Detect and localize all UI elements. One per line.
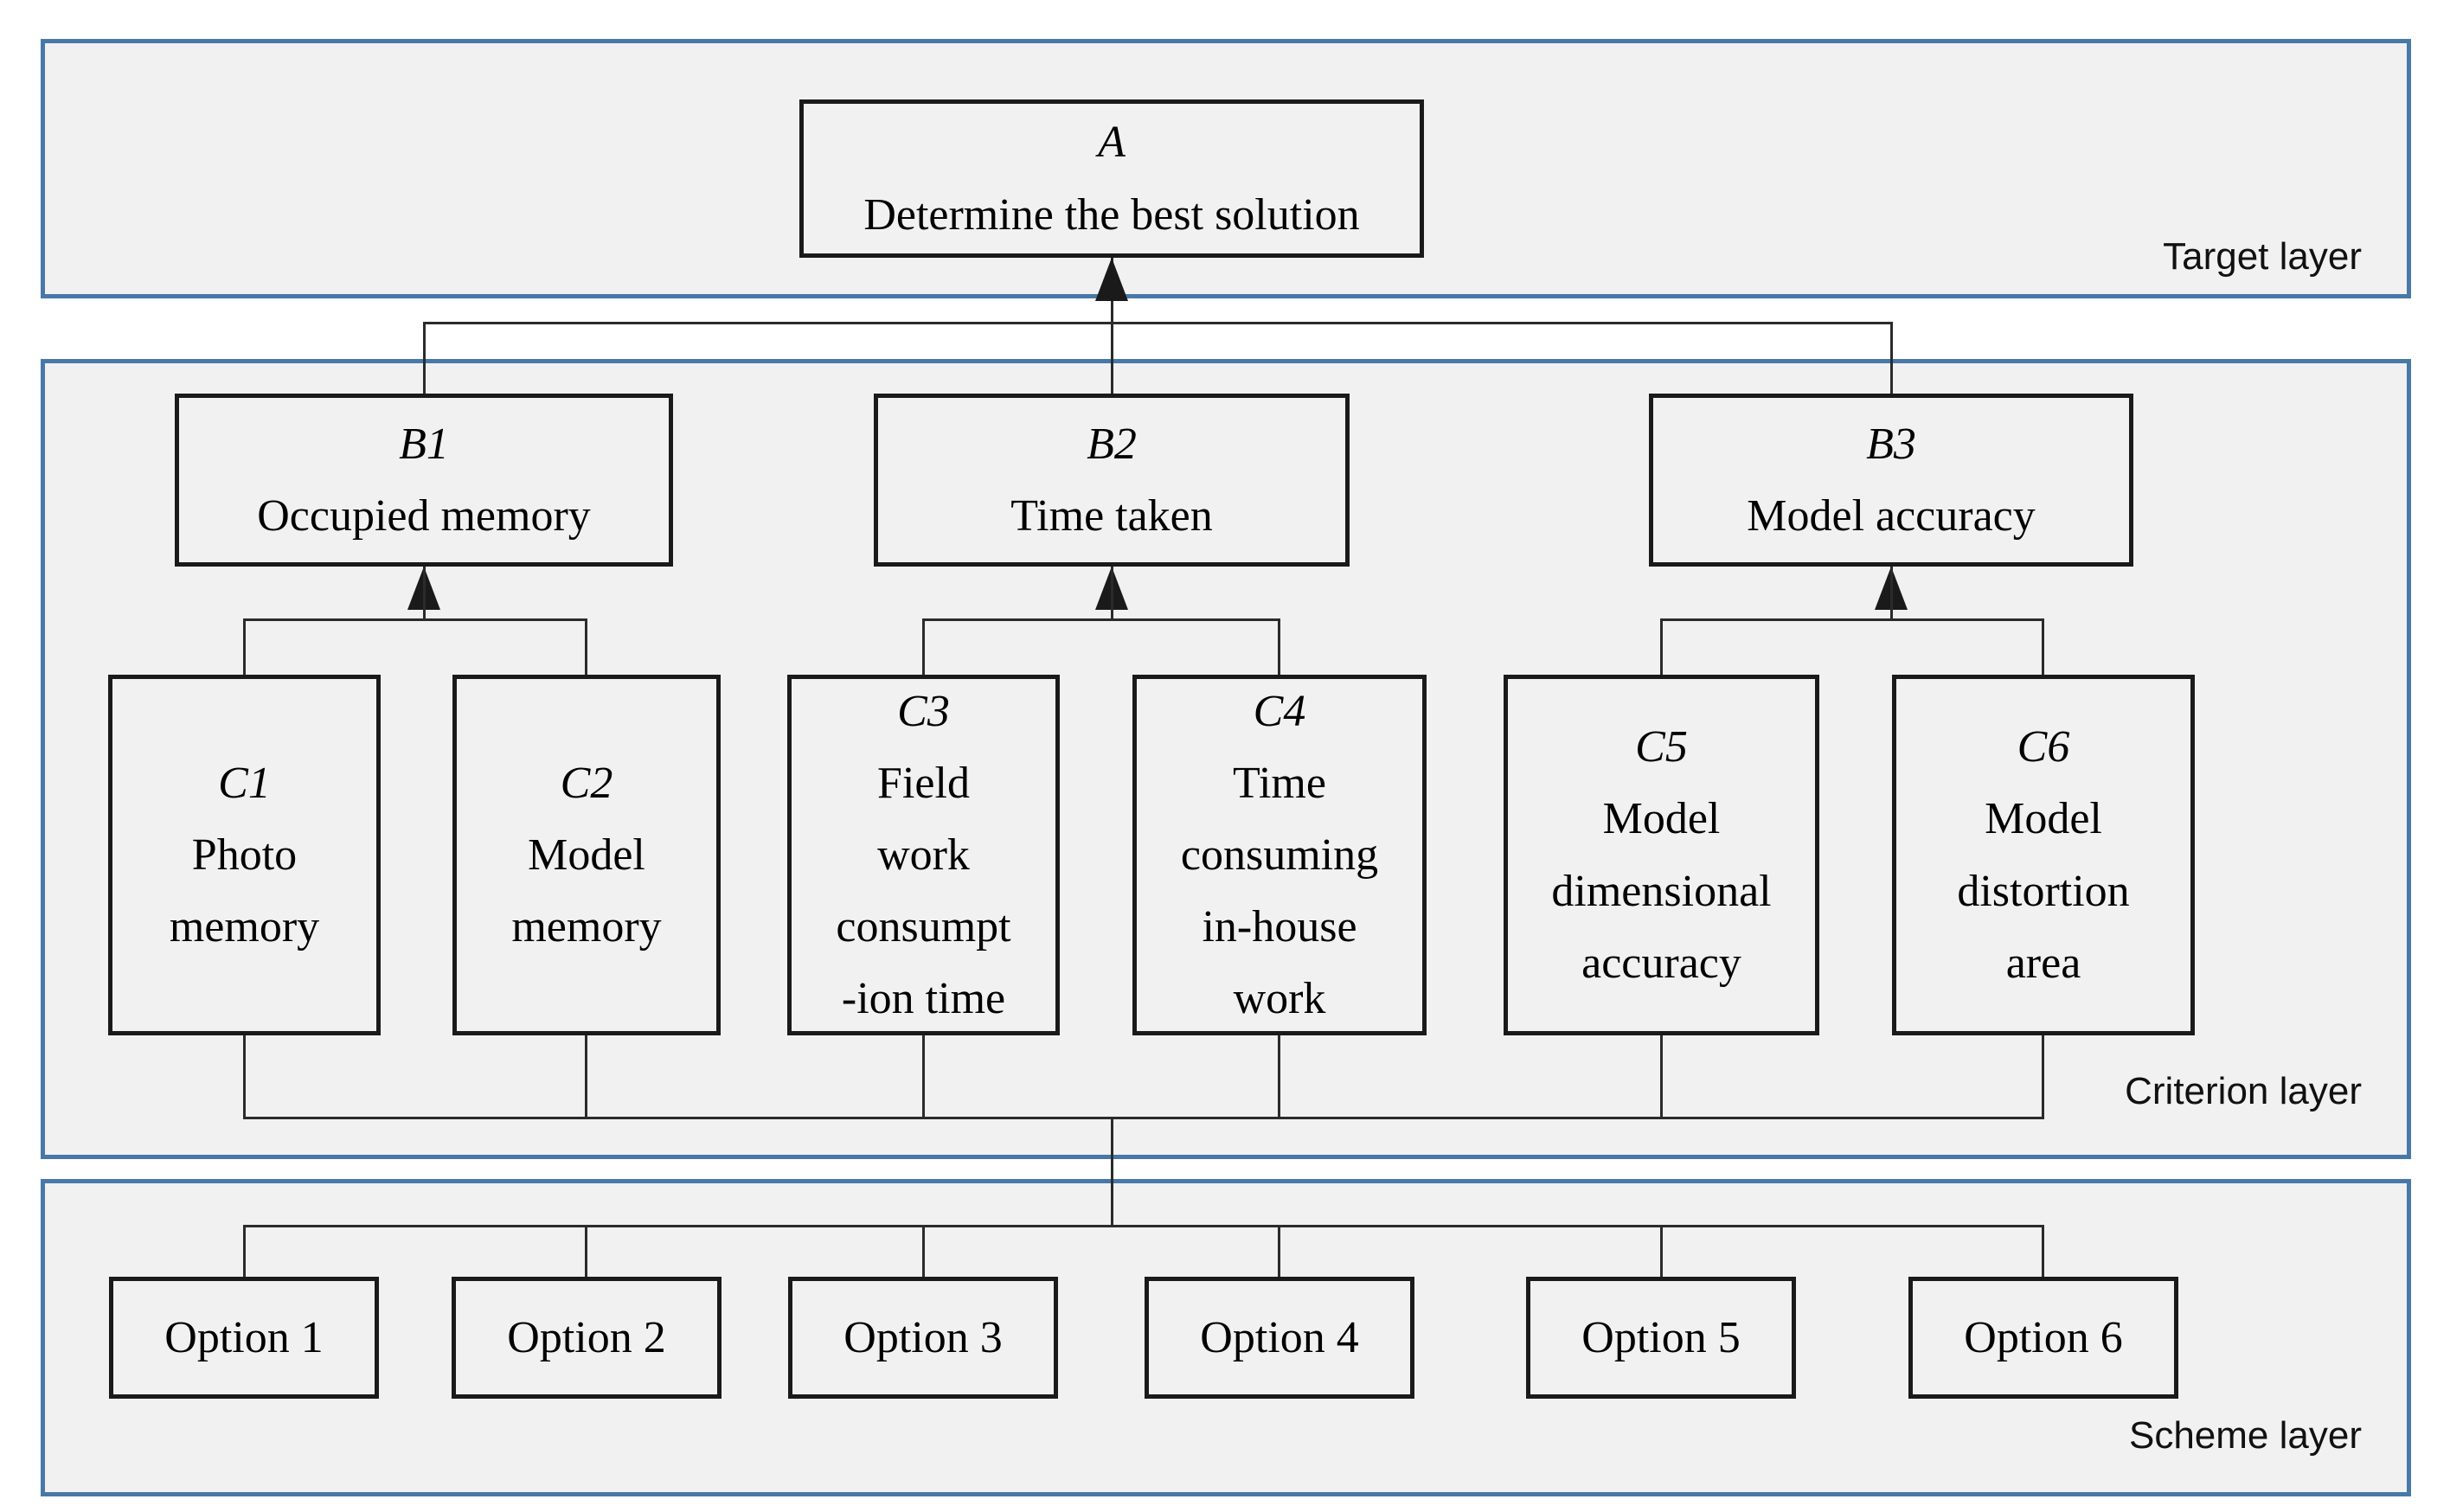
option-4-label: Option 4	[1200, 1312, 1359, 1362]
connector-c12-bus	[243, 618, 587, 621]
node-c3: C3 Field work consumpt -ion time	[787, 675, 1060, 1035]
option-4: Option 4	[1145, 1277, 1414, 1399]
option-5-label: Option 5	[1581, 1312, 1741, 1362]
connector-c3-down	[922, 1035, 925, 1118]
connector-b-bus	[423, 322, 1890, 324]
connector-bus-to-c6	[2042, 618, 2044, 675]
connector-bus-to-c5	[1660, 618, 1663, 675]
node-c3-label: Field work consumpt -ion time	[836, 758, 1011, 1024]
connector-bus-to-option-4	[1278, 1225, 1280, 1277]
connector-bus-to-option-6	[2042, 1225, 2044, 1277]
node-c6-label: Model distortion area	[1957, 794, 2130, 988]
option-1-label: Option 1	[164, 1312, 324, 1362]
node-b1-label: Occupied memory	[257, 491, 591, 541]
node-c6-code: C6	[2017, 722, 2070, 772]
option-6: Option 6	[1908, 1277, 2178, 1399]
node-c2: C2 Model memory	[452, 675, 721, 1035]
option-6-label: Option 6	[1964, 1312, 2123, 1362]
connector-b2-to-a-line	[1111, 258, 1113, 394]
connector-bus-to-b1	[423, 322, 426, 394]
option-2: Option 2	[452, 1277, 722, 1399]
node-c4-label: Time consuming in-house work	[1180, 758, 1379, 1024]
connector-c56-to-b3-line	[1890, 567, 1893, 620]
connector-bus-to-option-3	[922, 1225, 925, 1277]
node-c3-code: C3	[897, 686, 950, 736]
connector-c56-bus	[1660, 618, 2044, 621]
connector-criterion-to-scheme	[1111, 1117, 1113, 1227]
connector-c4-down	[1278, 1035, 1280, 1118]
node-c4: C4 Time consuming in-house work	[1132, 675, 1427, 1035]
connector-c2-down	[585, 1035, 587, 1118]
node-c2-label: Model memory	[511, 830, 662, 952]
connector-c34-bus	[922, 618, 1280, 621]
node-c1: C1 Photo memory	[108, 675, 381, 1035]
node-b3: B3 Model accuracy	[1649, 394, 2133, 567]
connector-bus-to-c3	[922, 618, 925, 675]
connector-c5-down	[1660, 1035, 1663, 1118]
connector-bus-to-c4	[1278, 618, 1280, 675]
option-5: Option 5	[1526, 1277, 1796, 1399]
node-b2-label: Time taken	[1010, 491, 1213, 541]
node-c4-code: C4	[1253, 686, 1306, 736]
node-b3-label: Model accuracy	[1747, 491, 2036, 541]
node-a: A Determine the best solution	[799, 99, 1424, 258]
node-c1-code: C1	[218, 758, 271, 808]
node-b1: B1 Occupied memory	[175, 394, 673, 567]
connector-c12-to-b1-line	[423, 567, 426, 620]
connector-bus-to-c1	[243, 618, 246, 675]
option-3-label: Option 3	[843, 1312, 1003, 1362]
node-b3-code: B3	[1866, 419, 1916, 469]
connector-bus-to-c2	[585, 618, 587, 675]
connector-bus-to-option-1	[243, 1225, 246, 1277]
node-a-code: A	[1098, 118, 1126, 168]
node-a-label: Determine the best solution	[863, 189, 1360, 240]
option-1: Option 1	[109, 1277, 379, 1399]
connector-scheme-bus	[243, 1225, 2044, 1227]
connector-bus-to-option-5	[1660, 1225, 1663, 1277]
node-b2-code: B2	[1087, 419, 1137, 469]
option-2-label: Option 2	[507, 1312, 666, 1362]
criterion-layer-label: Criterion layer	[2125, 1070, 2362, 1112]
node-b1-code: B1	[399, 419, 449, 469]
connector-bus-to-option-2	[585, 1225, 587, 1277]
connector-bus-to-b3	[1890, 322, 1893, 394]
node-c6: C6 Model distortion area	[1892, 675, 2195, 1035]
connector-c34-to-b2-line	[1111, 567, 1113, 620]
connector-criterion-bus	[243, 1117, 2044, 1119]
node-c5: C5 Model dimensional accuracy	[1504, 675, 1819, 1035]
node-b2: B2 Time taken	[874, 394, 1350, 567]
scheme-layer-label: Scheme layer	[2128, 1414, 2362, 1457]
node-c1-label: Photo memory	[169, 830, 320, 952]
node-c5-code: C5	[1635, 722, 1688, 772]
arrowhead-into-a	[1095, 258, 1128, 301]
connector-c6-down	[2042, 1035, 2044, 1118]
node-c2-code: C2	[560, 758, 613, 808]
connector-c1-down	[243, 1035, 246, 1118]
target-layer-label: Target layer	[2163, 235, 2362, 278]
option-3: Option 3	[788, 1277, 1058, 1399]
node-c5-label: Model dimensional accuracy	[1551, 794, 1772, 988]
